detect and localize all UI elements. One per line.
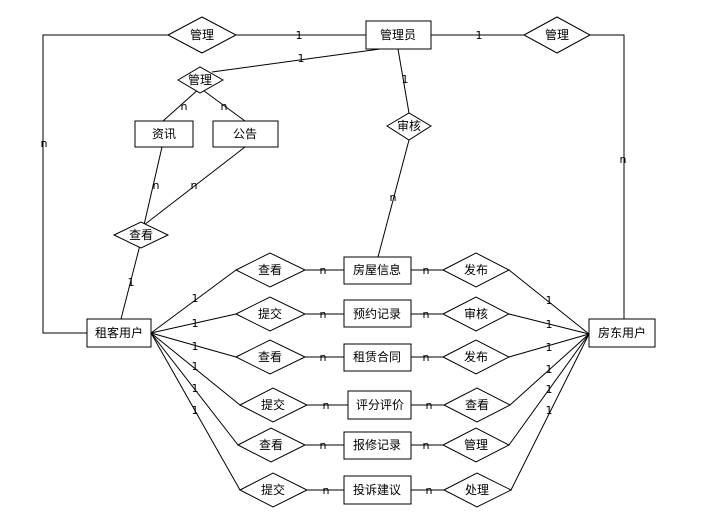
card-admin-audit: 1 bbox=[402, 73, 409, 86]
card-admin-manage-tenant: 1 bbox=[296, 29, 303, 42]
relationships: 管理 管理 管理 审核 查看 查看 提交 查看 bbox=[112, 16, 592, 508]
card-tenant-1-b: 1 bbox=[192, 317, 199, 330]
relation-manage-content: 管理 bbox=[177, 66, 225, 94]
card-audit-house: n bbox=[390, 191, 397, 204]
entity-notice: 公告 bbox=[212, 120, 279, 148]
relation-landlord-publish-contract-label: 发布 bbox=[464, 349, 488, 364]
card-house-n-right: n bbox=[423, 264, 430, 277]
card-landlord-1-b: 1 bbox=[546, 318, 553, 331]
relation-landlord-publish-house: 发布 bbox=[441, 252, 511, 288]
entity-admin: 管理员 bbox=[365, 20, 432, 50]
card-review-n-left: n bbox=[323, 399, 330, 412]
relation-tenant-view-repair-label: 查看 bbox=[259, 438, 283, 452]
card-house-n-left: n bbox=[320, 264, 327, 277]
relation-audit-label: 审核 bbox=[397, 118, 421, 133]
entity-landlord-label: 房东用户 bbox=[598, 325, 646, 340]
card-news-view: n bbox=[153, 179, 160, 192]
relation-tenant-view-house: 查看 bbox=[234, 252, 307, 288]
relation-manage-tenant: 管理 bbox=[166, 16, 238, 54]
entity-house-label: 房屋信息 bbox=[353, 262, 401, 277]
card-review-n-right: n bbox=[426, 399, 433, 412]
card-complaint-n-left: n bbox=[323, 484, 330, 497]
entity-notice-label: 公告 bbox=[233, 127, 257, 141]
card-complaint-n-right: n bbox=[426, 484, 433, 497]
entity-tenant: 租客用户 bbox=[86, 318, 152, 348]
relation-manage-landlord: 管理 bbox=[522, 16, 592, 54]
relation-view-content-label: 查看 bbox=[129, 228, 153, 242]
entity-repair-label: 报修记录 bbox=[353, 437, 401, 452]
card-tenant-1-c: 1 bbox=[192, 340, 199, 353]
relation-landlord-manage-repair: 管理 bbox=[441, 427, 511, 463]
card-manage-landlord-n: n bbox=[620, 153, 627, 166]
relation-tenant-submit-booking: 提交 bbox=[234, 296, 307, 332]
relation-tenant-submit-complaint-label: 提交 bbox=[261, 482, 285, 497]
relation-audit: 审核 bbox=[386, 112, 432, 141]
card-contract-n-left: n bbox=[320, 351, 327, 364]
relation-tenant-submit-complaint: 提交 bbox=[238, 472, 309, 508]
card-repair-n-left: n bbox=[320, 439, 327, 452]
relation-tenant-submit-booking-label: 提交 bbox=[258, 306, 282, 321]
card-landlord-1-d: 1 bbox=[546, 363, 553, 376]
relation-tenant-view-house-label: 查看 bbox=[258, 263, 282, 277]
card-landlord-1-f: 1 bbox=[546, 404, 553, 417]
relation-tenant-submit-review: 提交 bbox=[238, 387, 309, 423]
relation-landlord-audit-booking-label: 审核 bbox=[464, 306, 488, 321]
entity-booking-label: 预约记录 bbox=[353, 306, 401, 321]
relation-landlord-audit-booking: 审核 bbox=[441, 296, 511, 332]
card-admin-manage-content: 1 bbox=[298, 52, 305, 65]
relation-landlord-view-review: 查看 bbox=[442, 387, 512, 423]
entity-review-label: 评分评价 bbox=[356, 398, 404, 412]
card-booking-n-left: n bbox=[320, 308, 327, 321]
card-booking-n-right: n bbox=[423, 308, 430, 321]
entities: 管理员 资讯 公告 租客用户 房东用户 房屋信息 预约记录 租赁合同 bbox=[86, 20, 656, 505]
card-contract-n-right: n bbox=[423, 351, 430, 364]
connector-lines bbox=[42, 34, 625, 491]
relation-manage-landlord-label: 管理 bbox=[545, 27, 569, 42]
entity-news: 资讯 bbox=[134, 120, 194, 148]
card-view-tenant: 1 bbox=[128, 276, 135, 289]
card-manage-notice: n bbox=[221, 100, 228, 113]
card-landlord-1-e: 1 bbox=[546, 383, 553, 396]
relation-manage-content-label: 管理 bbox=[188, 72, 212, 87]
relation-manage-tenant-label: 管理 bbox=[190, 27, 214, 42]
card-landlord-1-c: 1 bbox=[546, 341, 553, 354]
cardinality-labels: 1 n 1 n 1 n n 1 n n n 1 1 1 1 1 1 1 n n … bbox=[41, 29, 627, 497]
card-admin-manage-landlord: 1 bbox=[476, 29, 483, 42]
card-tenant-1-e: 1 bbox=[192, 382, 199, 395]
relation-tenant-view-repair: 查看 bbox=[236, 427, 307, 463]
card-tenant-1-d: 1 bbox=[192, 360, 199, 373]
card-manage-tenant-n: n bbox=[41, 137, 48, 150]
card-repair-n-right: n bbox=[423, 439, 430, 452]
card-notice-view: n bbox=[191, 179, 198, 192]
relation-tenant-view-contract-label: 查看 bbox=[258, 350, 282, 364]
card-tenant-1-f: 1 bbox=[192, 404, 199, 417]
entity-admin-label: 管理员 bbox=[380, 27, 416, 42]
entity-contract: 租赁合同 bbox=[343, 343, 412, 372]
relation-landlord-publish-contract: 发布 bbox=[441, 339, 511, 375]
entity-review: 评分评价 bbox=[347, 390, 412, 420]
card-manage-news: n bbox=[181, 100, 188, 113]
relation-landlord-handle-complaint-label: 处理 bbox=[465, 483, 489, 497]
entity-news-label: 资讯 bbox=[152, 127, 176, 141]
entity-contract-label: 租赁合同 bbox=[353, 349, 401, 364]
entity-complaint: 投诉建议 bbox=[343, 475, 412, 505]
entity-repair: 报修记录 bbox=[343, 431, 412, 460]
card-landlord-1-a: 1 bbox=[546, 294, 553, 307]
card-tenant-1-a: 1 bbox=[192, 292, 199, 305]
relation-landlord-publish-house-label: 发布 bbox=[464, 262, 488, 277]
relation-view-content: 查看 bbox=[112, 221, 170, 249]
entity-booking: 预约记录 bbox=[343, 299, 412, 328]
relation-tenant-submit-review-label: 提交 bbox=[261, 397, 285, 412]
relation-landlord-manage-repair-label: 管理 bbox=[464, 437, 488, 452]
relation-landlord-view-review-label: 查看 bbox=[465, 398, 489, 412]
relation-landlord-handle-complaint: 处理 bbox=[442, 472, 513, 508]
entity-tenant-label: 租客用户 bbox=[95, 325, 143, 340]
entity-complaint-label: 投诉建议 bbox=[353, 482, 401, 497]
entity-house: 房屋信息 bbox=[343, 256, 412, 285]
entity-landlord: 房东用户 bbox=[588, 318, 656, 348]
relation-tenant-view-contract: 查看 bbox=[234, 339, 307, 375]
